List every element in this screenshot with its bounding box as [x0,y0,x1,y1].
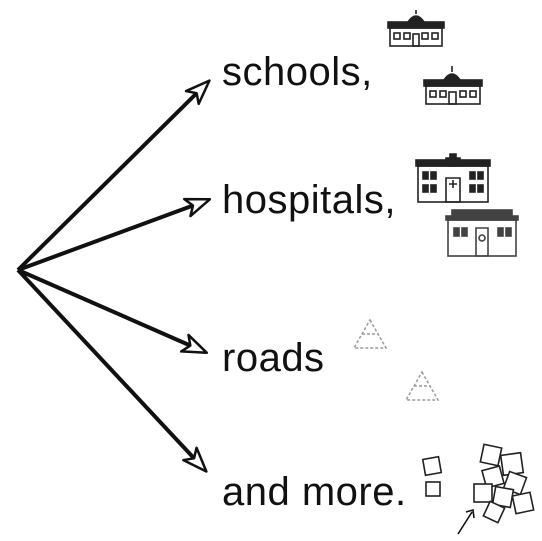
blocks-icon [421,443,535,524]
label-roads: roads [222,336,325,380]
arrow-to-schools [16,79,211,272]
label-and-more: and more. [222,470,407,514]
arrow-to-roads [17,268,209,355]
pointer-arrow-icon [457,508,475,535]
label-hospitals: hospitals, [222,178,396,222]
arrow-to-more [16,268,208,473]
arrows [16,79,212,473]
road-cone-icon [352,318,440,401]
arrow-to-hospitals [17,197,212,272]
school-building-icon [387,10,483,105]
hospital-building-icon [415,153,519,257]
label-schools: schools, [222,50,373,94]
